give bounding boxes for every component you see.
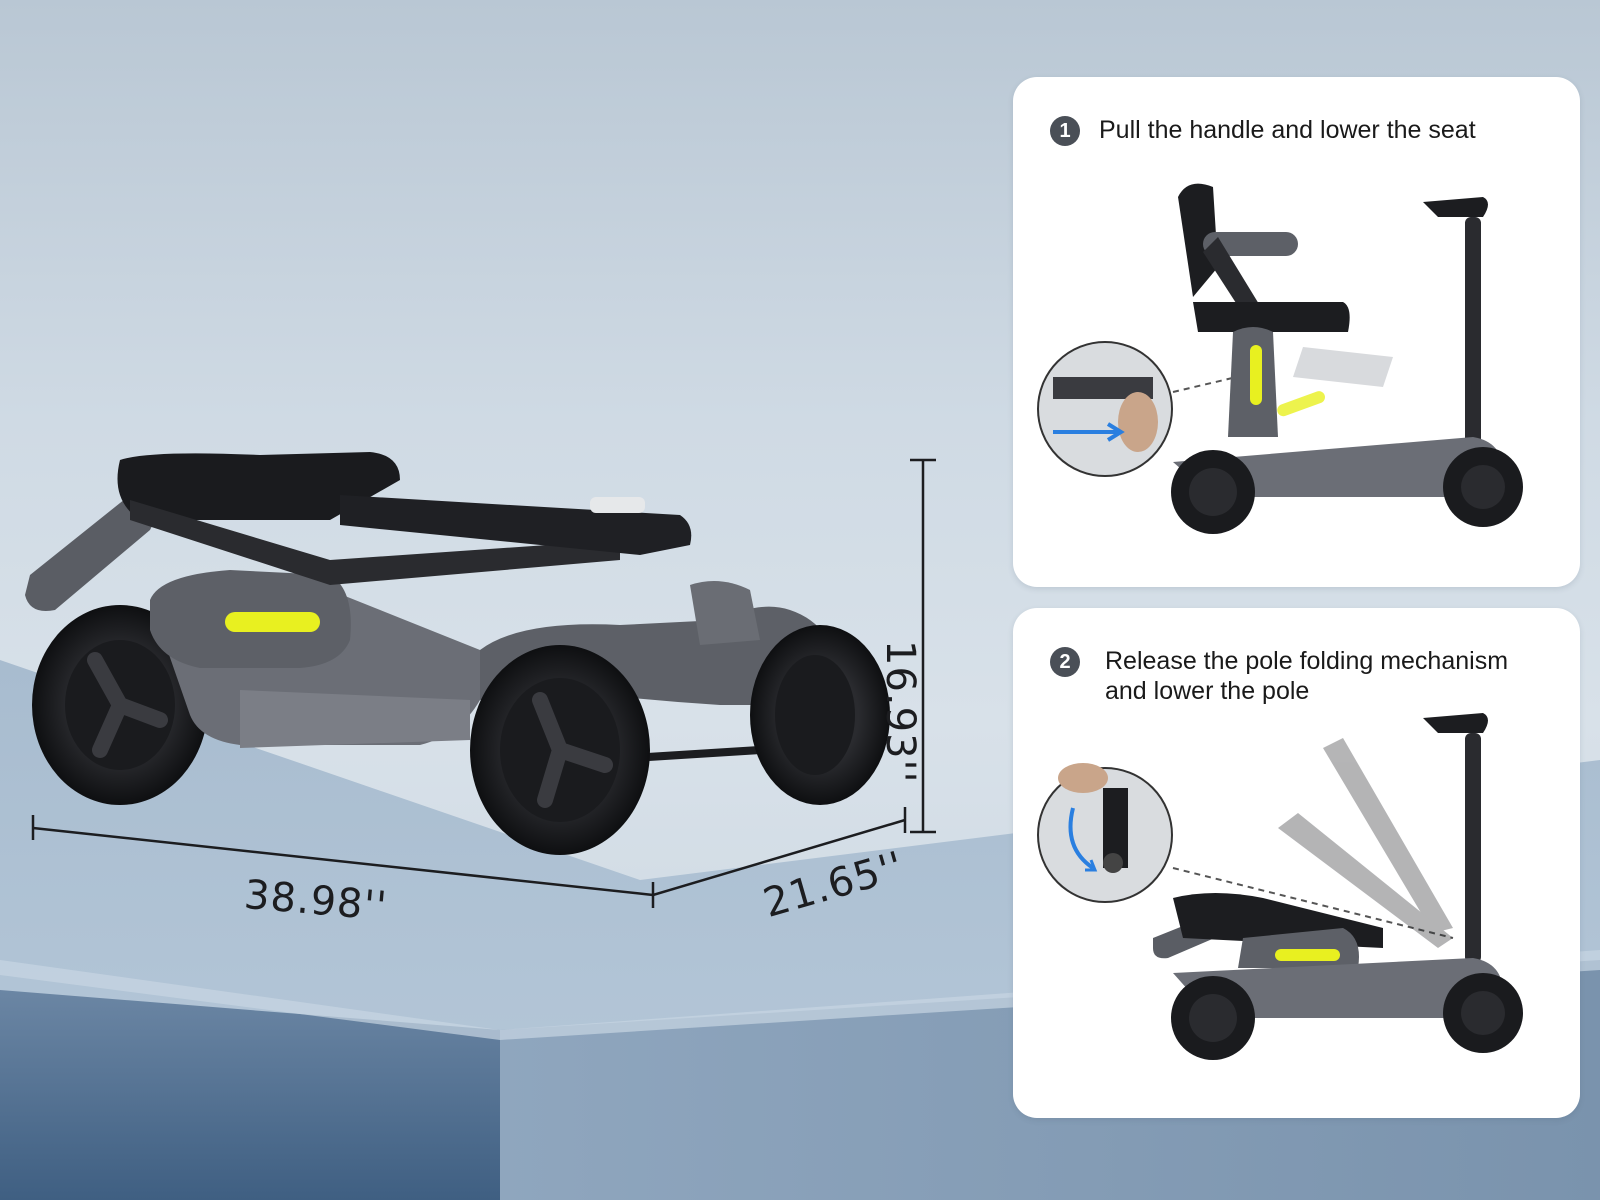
step-2-card: 2 Release the pole folding mechanism and… — [1013, 608, 1580, 1118]
step-2-line-1: Release the pole folding mechanism — [1105, 647, 1509, 675]
step-1-illustration — [1037, 183, 1523, 534]
step-1-card: 1 Pull the handle and lower the seat — [1013, 77, 1580, 587]
step-1-line: Pull the handle and lower the seat — [1099, 116, 1476, 144]
step-1-number-badge: 1 — [1050, 116, 1080, 146]
height-dimension-label: 16.93'' — [877, 640, 923, 784]
step-2-number-badge: 2 — [1050, 647, 1080, 677]
step-2-line-2: and lower the pole — [1105, 677, 1310, 705]
step-1-instruction: Pull the handle and lower the seat — [1099, 115, 1476, 145]
folded-scooter — [25, 452, 890, 855]
step-2-instruction: Release the pole folding mechanism and l… — [1105, 646, 1565, 706]
dimension-lines — [31, 458, 936, 908]
step-2-illustration — [1037, 713, 1523, 1060]
